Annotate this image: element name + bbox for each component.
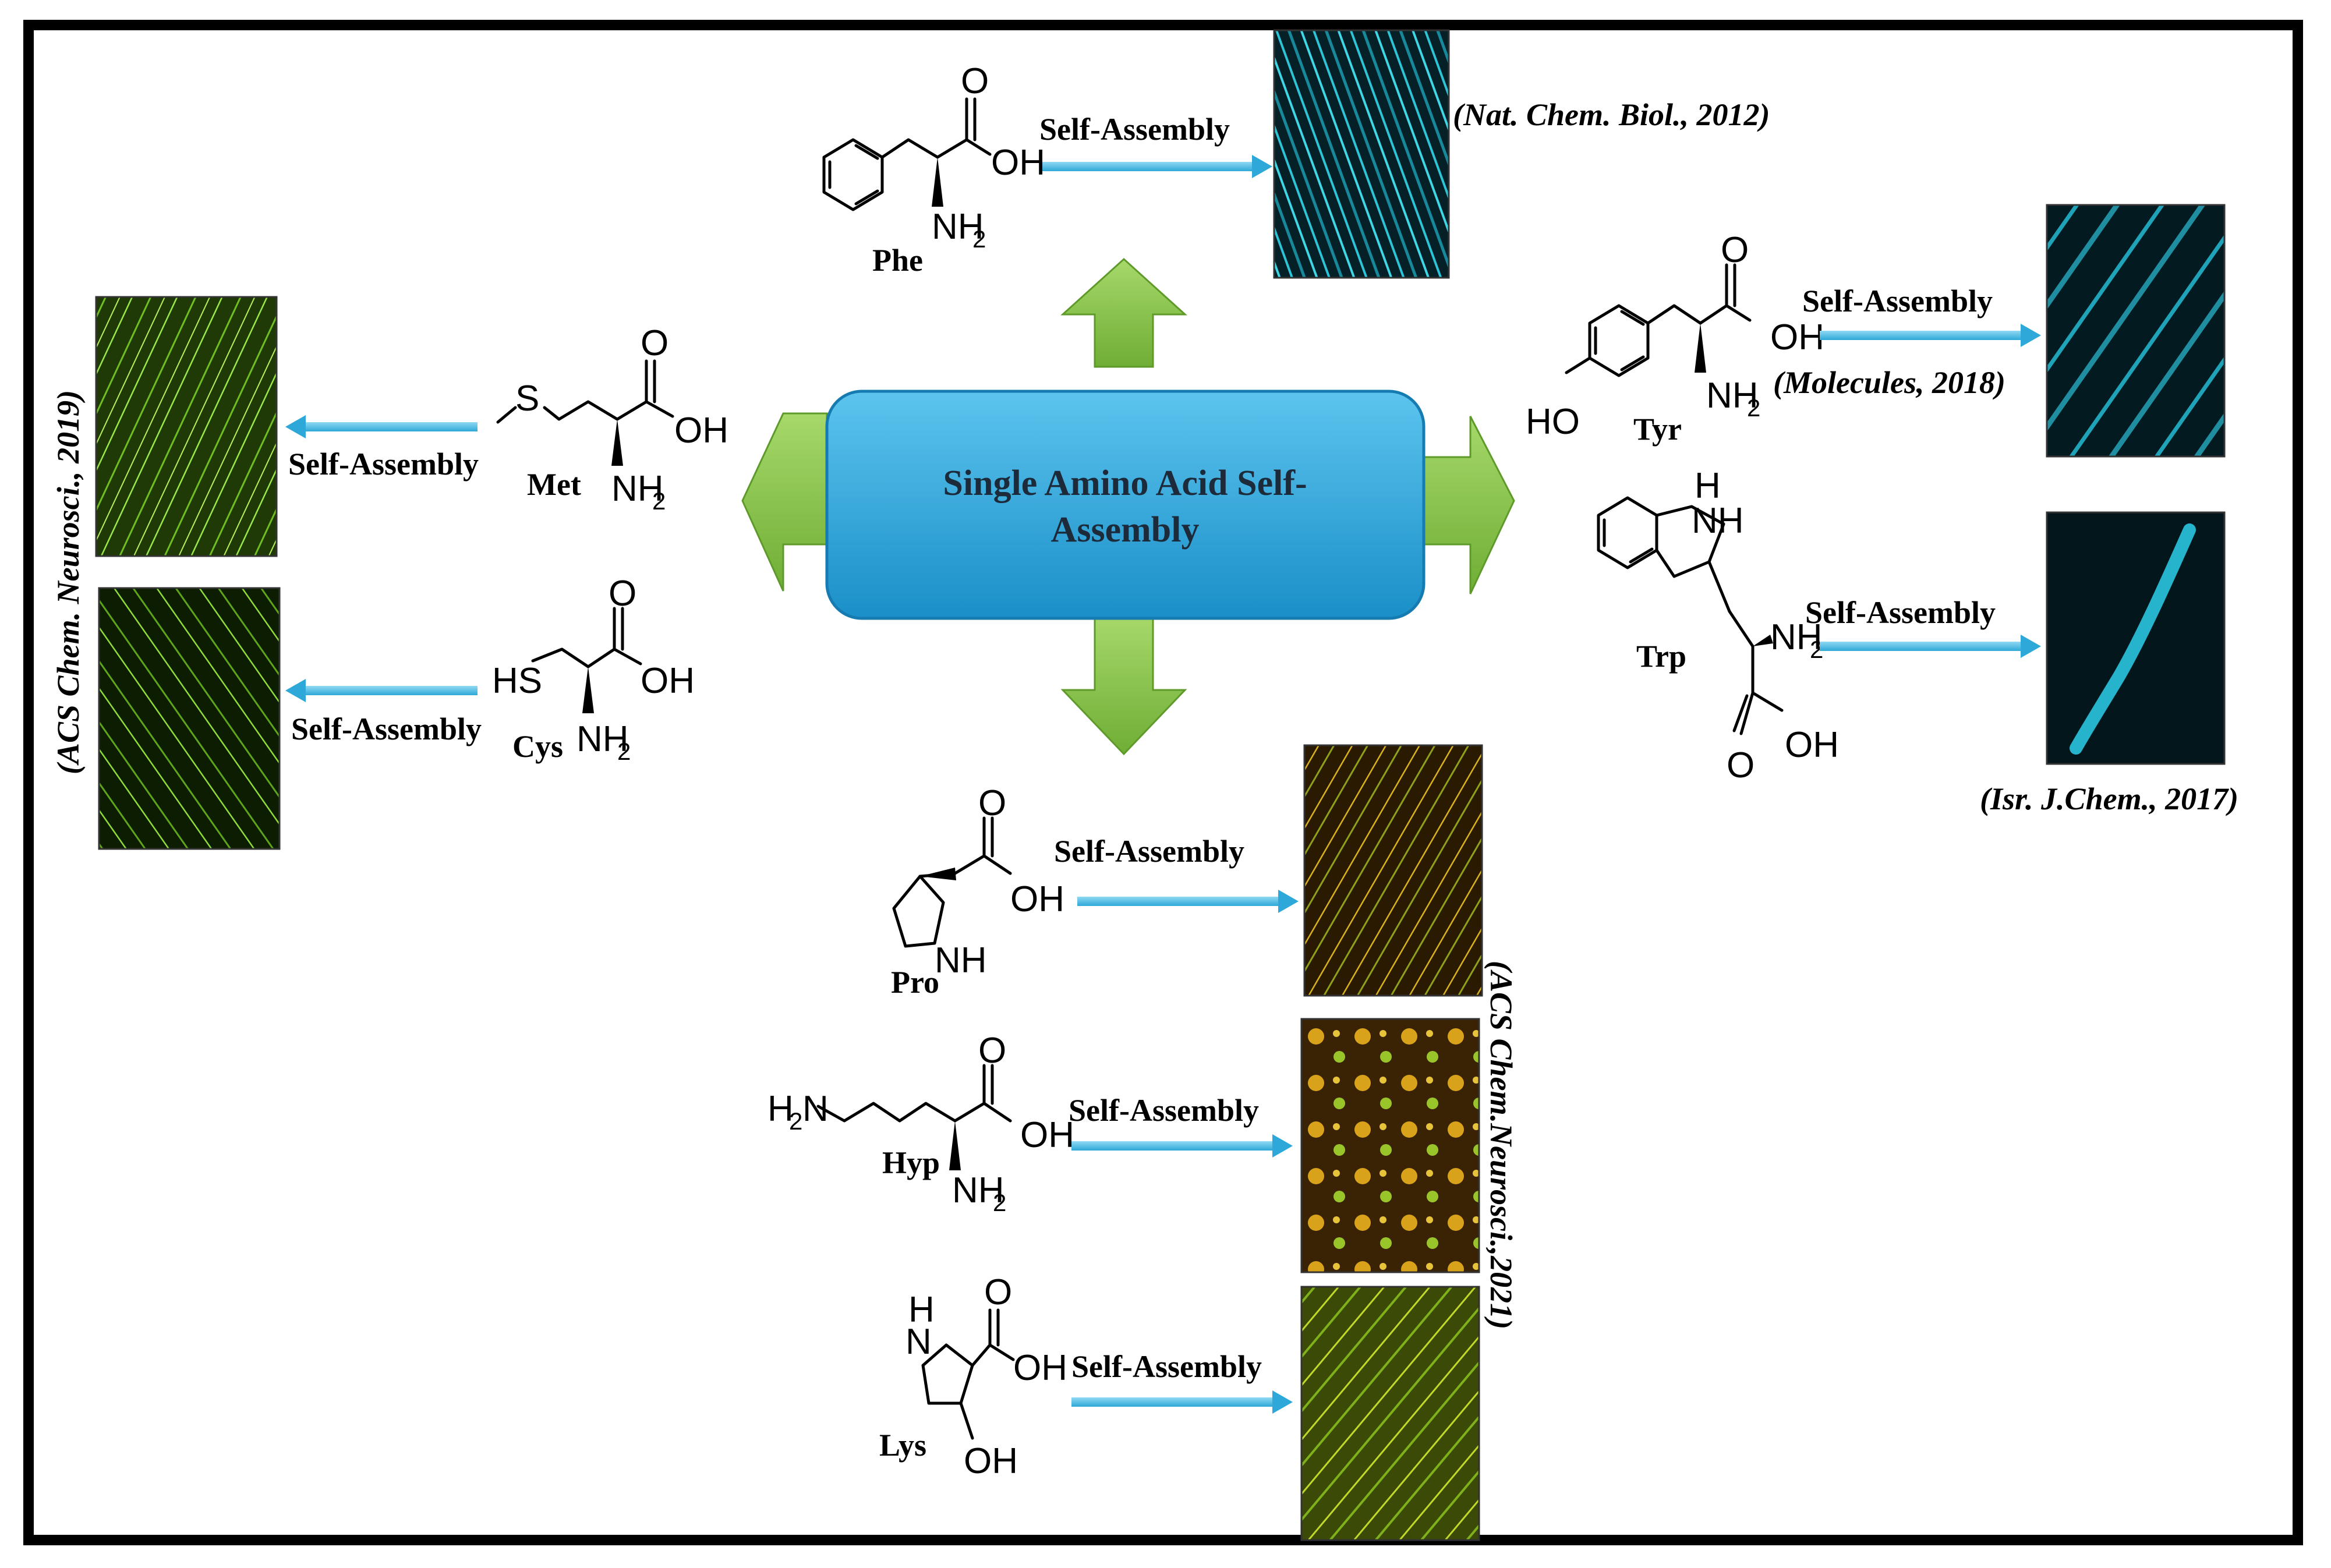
- lys-n: N: [905, 1322, 932, 1362]
- lys-micrograph: [1300, 1286, 1480, 1541]
- cys-self-assembly-label: Self-Assembly: [291, 712, 482, 746]
- pro-self-assembly-label: Self-Assembly: [1054, 834, 1244, 869]
- hyp-h2n-n: N: [802, 1089, 829, 1129]
- center-box: [825, 390, 1426, 620]
- tyr-ho: HO: [1526, 402, 1580, 442]
- hyp-nh-sub: 2: [993, 1189, 1006, 1216]
- trp-nh2: NH: [1770, 617, 1823, 657]
- phe-reference: (Nat. Chem. Biol., 2012): [1453, 97, 1770, 132]
- met-s: S: [515, 378, 539, 419]
- tyr-arrow-icon: [1820, 324, 2041, 347]
- tyr-reference: (Molecules, 2018): [1773, 365, 2005, 400]
- cys-micrograph: [98, 587, 281, 850]
- phe-oh: OH: [991, 143, 1045, 183]
- tyr-nh: NH: [1706, 376, 1759, 416]
- arrow-left-icon: [741, 412, 828, 592]
- tyr-structure: [1565, 263, 1752, 377]
- center-title-line2: Assembly: [1051, 510, 1200, 550]
- phe-micrograph: [1273, 29, 1450, 279]
- cys-label: Cys: [512, 729, 563, 764]
- lys-oh: OH: [1013, 1348, 1067, 1388]
- lys-structure: [921, 1308, 1015, 1440]
- hyp-structure: [816, 1064, 1012, 1170]
- pro-label: Pro: [891, 965, 939, 1000]
- tyr-o: O: [1721, 230, 1749, 270]
- met-nh-sub: 2: [652, 487, 666, 515]
- pro-o: O: [978, 783, 1006, 823]
- met-micrograph: [95, 296, 278, 557]
- phe-nh: NH: [932, 207, 984, 247]
- hyp-label: Hyp: [882, 1145, 940, 1180]
- pro-oh: OH: [1010, 879, 1064, 919]
- lys-o: O: [984, 1272, 1012, 1312]
- trp-o: O: [1727, 745, 1755, 785]
- met-label: Met: [527, 467, 581, 502]
- arrow-down-icon: [1060, 616, 1187, 756]
- left-reference: (ACS Chem. Neurosci., 2019): [51, 390, 86, 774]
- pro-nh: NH: [935, 940, 987, 981]
- tyr-self-assembly-label: Self-Assembly: [1802, 284, 1993, 318]
- hyp-h2n: H: [767, 1089, 794, 1129]
- tyr-label: Tyr: [1633, 412, 1682, 447]
- cys-structure: [531, 607, 642, 713]
- phe-structure: [822, 97, 992, 211]
- cys-o: O: [609, 574, 636, 614]
- trp-oh: OH: [1785, 725, 1839, 765]
- phe-label: Phe: [872, 243, 923, 278]
- phe-self-assembly-label: Self-Assembly: [1039, 112, 1230, 147]
- phe-arrow-icon: [1042, 155, 1272, 178]
- trp-fiber: [2070, 523, 2196, 755]
- lys-oh2: OH: [964, 1441, 1018, 1481]
- met-arrow-icon: [285, 415, 477, 438]
- tyr-nh-sub: 2: [1747, 394, 1760, 422]
- center-title-line1: Single Amino Acid Self-: [943, 463, 1307, 503]
- trp-self-assembly-label: Self-Assembly: [1805, 595, 1996, 630]
- trp-structure: [1597, 496, 1784, 735]
- figure-frame: [23, 20, 2303, 1545]
- lys-h: H: [908, 1290, 935, 1330]
- trp-arrow-icon: [1820, 635, 2041, 658]
- met-structure: [496, 359, 674, 466]
- tyr-oh: OH: [1770, 317, 1824, 358]
- hyp-micrograph: [1300, 1018, 1480, 1273]
- phe-o: O: [961, 61, 989, 101]
- hyp-oh: OH: [1020, 1115, 1074, 1155]
- hyp-h2n-sub: 2: [789, 1107, 802, 1135]
- met-o: O: [641, 323, 668, 363]
- trp-nh: NH: [1692, 501, 1744, 541]
- pro-structure: [892, 816, 1012, 948]
- cys-nh-sub: 2: [617, 738, 631, 765]
- trp-label: Trp: [1636, 639, 1686, 674]
- trp-reference: (Isr. J.Chem., 2017): [1980, 781, 2238, 816]
- arrow-up-icon: [1060, 257, 1187, 368]
- hyp-arrow-icon: [1071, 1134, 1293, 1158]
- pro-micrograph: [1303, 744, 1483, 997]
- hyp-o: O: [978, 1031, 1006, 1071]
- cys-oh: OH: [641, 661, 695, 701]
- pro-arrow-icon: [1077, 890, 1299, 913]
- arrow-right-icon: [1423, 416, 1515, 594]
- trp-h: H: [1695, 466, 1721, 506]
- hyp-self-assembly-label: Self-Assembly: [1069, 1093, 1259, 1128]
- tyr-micrograph: [2046, 204, 2226, 458]
- hyp-nh: NH: [952, 1170, 1004, 1210]
- lys-arrow-icon: [1071, 1390, 1293, 1414]
- bottom-reference: (ACS Chem.Neurosci.,2021): [1484, 961, 1519, 1329]
- lys-label: Lys: [879, 1428, 926, 1463]
- met-self-assembly-label: Self-Assembly: [288, 447, 479, 482]
- met-nh: NH: [611, 469, 664, 509]
- cys-arrow-icon: [285, 679, 477, 702]
- phe-nh-sub: 2: [972, 225, 986, 253]
- lys-self-assembly-label: Self-Assembly: [1071, 1349, 1262, 1384]
- cys-nh: NH: [576, 719, 629, 759]
- cys-hs: HS: [492, 661, 542, 701]
- met-oh: OH: [674, 410, 728, 451]
